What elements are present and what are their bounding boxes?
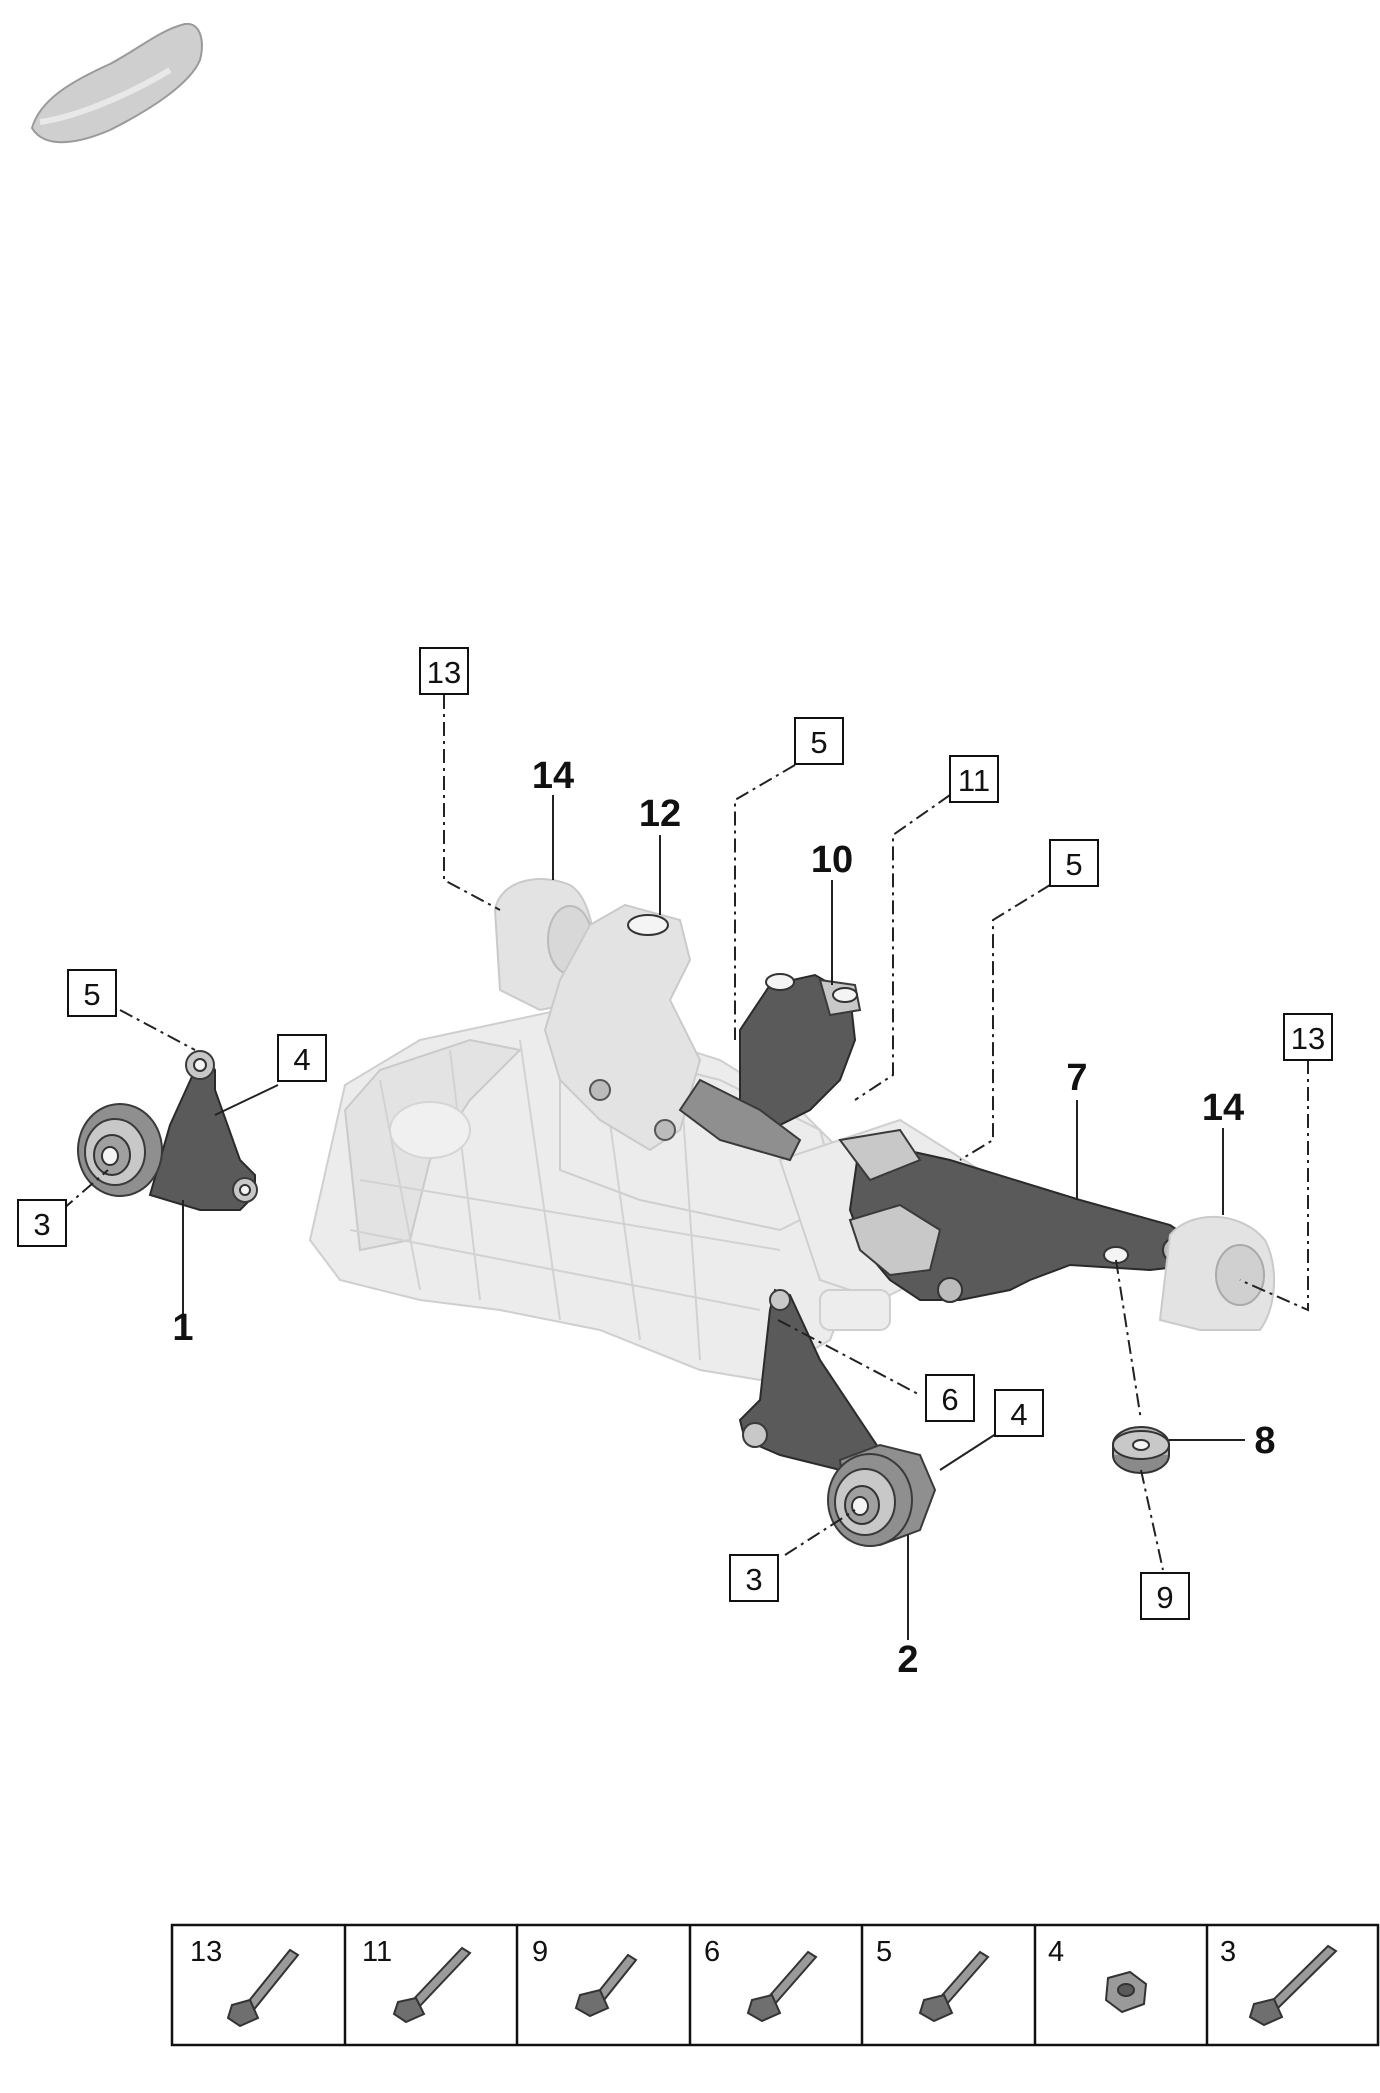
table-cell-number: 11 (362, 1936, 392, 1968)
callout-14-left: 14 (532, 755, 574, 797)
callout-2: 2 (897, 1639, 918, 1681)
box-callout-3-lower: 3 (729, 1554, 779, 1602)
support-bracket-10 (678, 973, 862, 1162)
flange-bolt-icon (918, 1950, 990, 2023)
svg-text:4: 4 (1010, 1397, 1027, 1432)
hex-nut-icon (1104, 1970, 1148, 2014)
short-flange-bolt-icon (574, 1953, 638, 2018)
svg-text:4: 4 (293, 1042, 310, 1077)
fastener-table: 13 11 9 6 5 4 (170, 1923, 1380, 2047)
callout-1: 1 (172, 1307, 193, 1349)
box-callout-3-left: 3 (17, 1199, 67, 1247)
transmission-mount-right (1158, 1215, 1276, 1331)
box-callout-13-right: 13 (1283, 1013, 1333, 1061)
svg-text:3: 3 (745, 1562, 762, 1597)
callout-14-right: 14 (1202, 1087, 1244, 1129)
svg-text:5: 5 (810, 725, 827, 760)
box-callout-5-upper: 5 (794, 717, 844, 765)
svg-text:6: 6 (941, 1382, 958, 1417)
svg-text:11: 11 (958, 763, 990, 798)
box-callout-5-right: 5 (1049, 839, 1099, 887)
table-cell-number: 13 (190, 1936, 222, 1968)
callout-10: 10 (811, 839, 853, 881)
support-bracket-12 (543, 903, 702, 1152)
leader-lines (61, 695, 1309, 1640)
box-callout-9: 9 (1140, 1572, 1190, 1620)
box-callout-11: 11 (949, 755, 999, 803)
table-cell-number: 6 (704, 1936, 720, 1968)
callout-12: 12 (639, 793, 681, 835)
svg-text:5: 5 (1065, 847, 1082, 882)
svg-text:3: 3 (33, 1207, 50, 1242)
table-cell-number: 9 (532, 1936, 548, 1968)
box-callout-13-left: 13 (419, 647, 469, 695)
long-flange-bolt-icon (226, 1948, 300, 2028)
svg-text:13: 13 (1291, 1021, 1325, 1056)
svg-text:9: 9 (1156, 1580, 1173, 1615)
box-callout-5-left: 5 (67, 969, 117, 1017)
svg-text:5: 5 (83, 977, 100, 1012)
table-cell-number: 5 (876, 1936, 892, 1968)
engine-mount-1 (77, 1050, 258, 1211)
long-flange-bolt-icon (1248, 1944, 1338, 2027)
callout-8: 8 (1254, 1420, 1275, 1462)
vehicle-silhouette-icon (30, 22, 203, 144)
svg-text:13: 13 (427, 655, 461, 690)
callout-7: 7 (1066, 1057, 1087, 1099)
box-callout-6: 6 (925, 1374, 975, 1422)
table-cell-number: 4 (1048, 1936, 1064, 1968)
flange-bolt-icon (746, 1950, 818, 2023)
box-callout-4-left: 4 (277, 1034, 327, 1082)
box-callout-4-lower: 4 (994, 1389, 1044, 1437)
rubber-bushing-8 (1112, 1426, 1170, 1474)
table-cell-number: 3 (1220, 1936, 1236, 1968)
long-flange-bolt-icon (392, 1946, 472, 2024)
engine-mount-2 (738, 1288, 937, 1547)
cross-member-7 (838, 1128, 1202, 1303)
